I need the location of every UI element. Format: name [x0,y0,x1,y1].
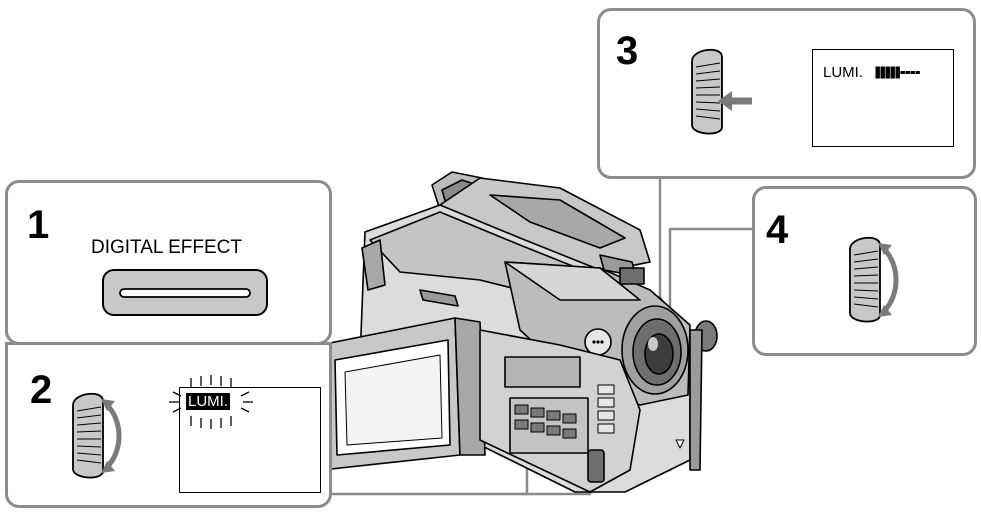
level-segment-empty [900,71,905,74]
lumi-level-label: LUMI. [823,64,864,81]
step-3-panel: 3 LUMI. [597,8,976,179]
control-dial-rotate-icon[interactable] [63,385,133,485]
lumi-flashing-label: LUMI. [186,393,231,410]
level-segment-empty [905,71,910,74]
step-2-panel: 2 [5,342,332,508]
step-3-display-screen: LUMI. [812,49,954,147]
level-segment-filled [875,66,880,79]
lumi-level-indicator [875,66,920,79]
control-dial-press-icon[interactable] [680,41,770,141]
level-segment-empty [910,71,915,74]
digital-effect-button-icon[interactable] [100,267,270,319]
step-4-number: 4 [766,208,789,252]
blink-rays-icon [169,375,253,429]
step-3-number: 3 [616,29,639,73]
level-segment-filled [895,66,900,79]
level-segment-filled [880,66,885,79]
step-1-panel: 1 DIGITAL EFFECT [5,180,332,345]
step-4-panel: 4 [752,186,977,356]
digital-effect-label: DIGITAL EFFECT [91,237,242,258]
level-segment-empty [915,71,920,74]
step-2-number: 2 [30,368,53,412]
level-segment-filled [890,66,895,79]
step-2-display-screen: LUMI. [169,375,321,493]
level-segment-filled [885,66,890,79]
step-1-number: 1 [27,203,50,247]
control-dial-rotate-icon[interactable] [840,229,910,329]
